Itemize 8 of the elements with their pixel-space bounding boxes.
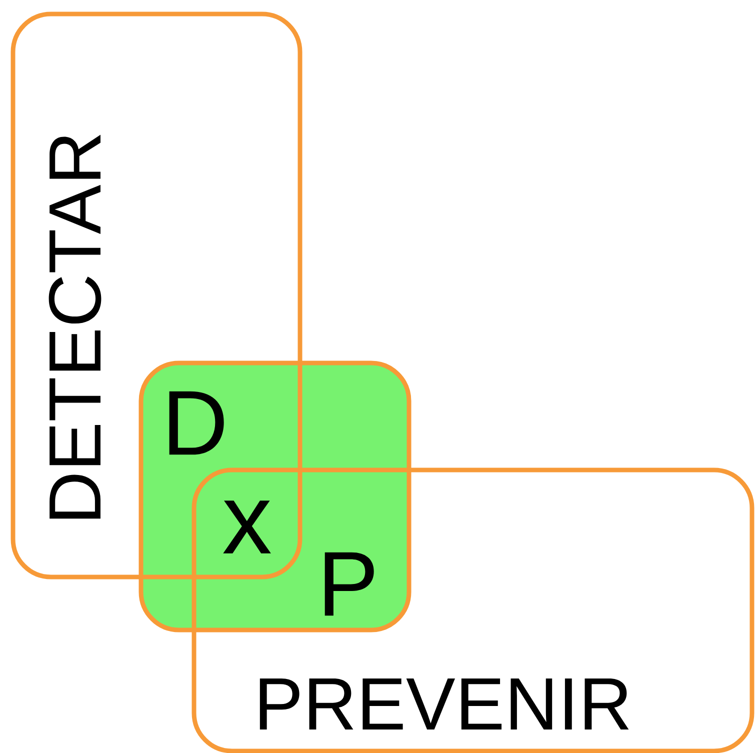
box-label: D xyxy=(169,391,224,455)
rounded-box xyxy=(138,360,412,632)
box-label: DETECTAR xyxy=(48,134,102,519)
rounded-box xyxy=(192,468,754,753)
box-label: x xyxy=(223,500,271,554)
box-label: P xyxy=(324,552,374,616)
box-label: PREVENIR xyxy=(260,678,629,730)
rounded-box xyxy=(10,12,302,580)
